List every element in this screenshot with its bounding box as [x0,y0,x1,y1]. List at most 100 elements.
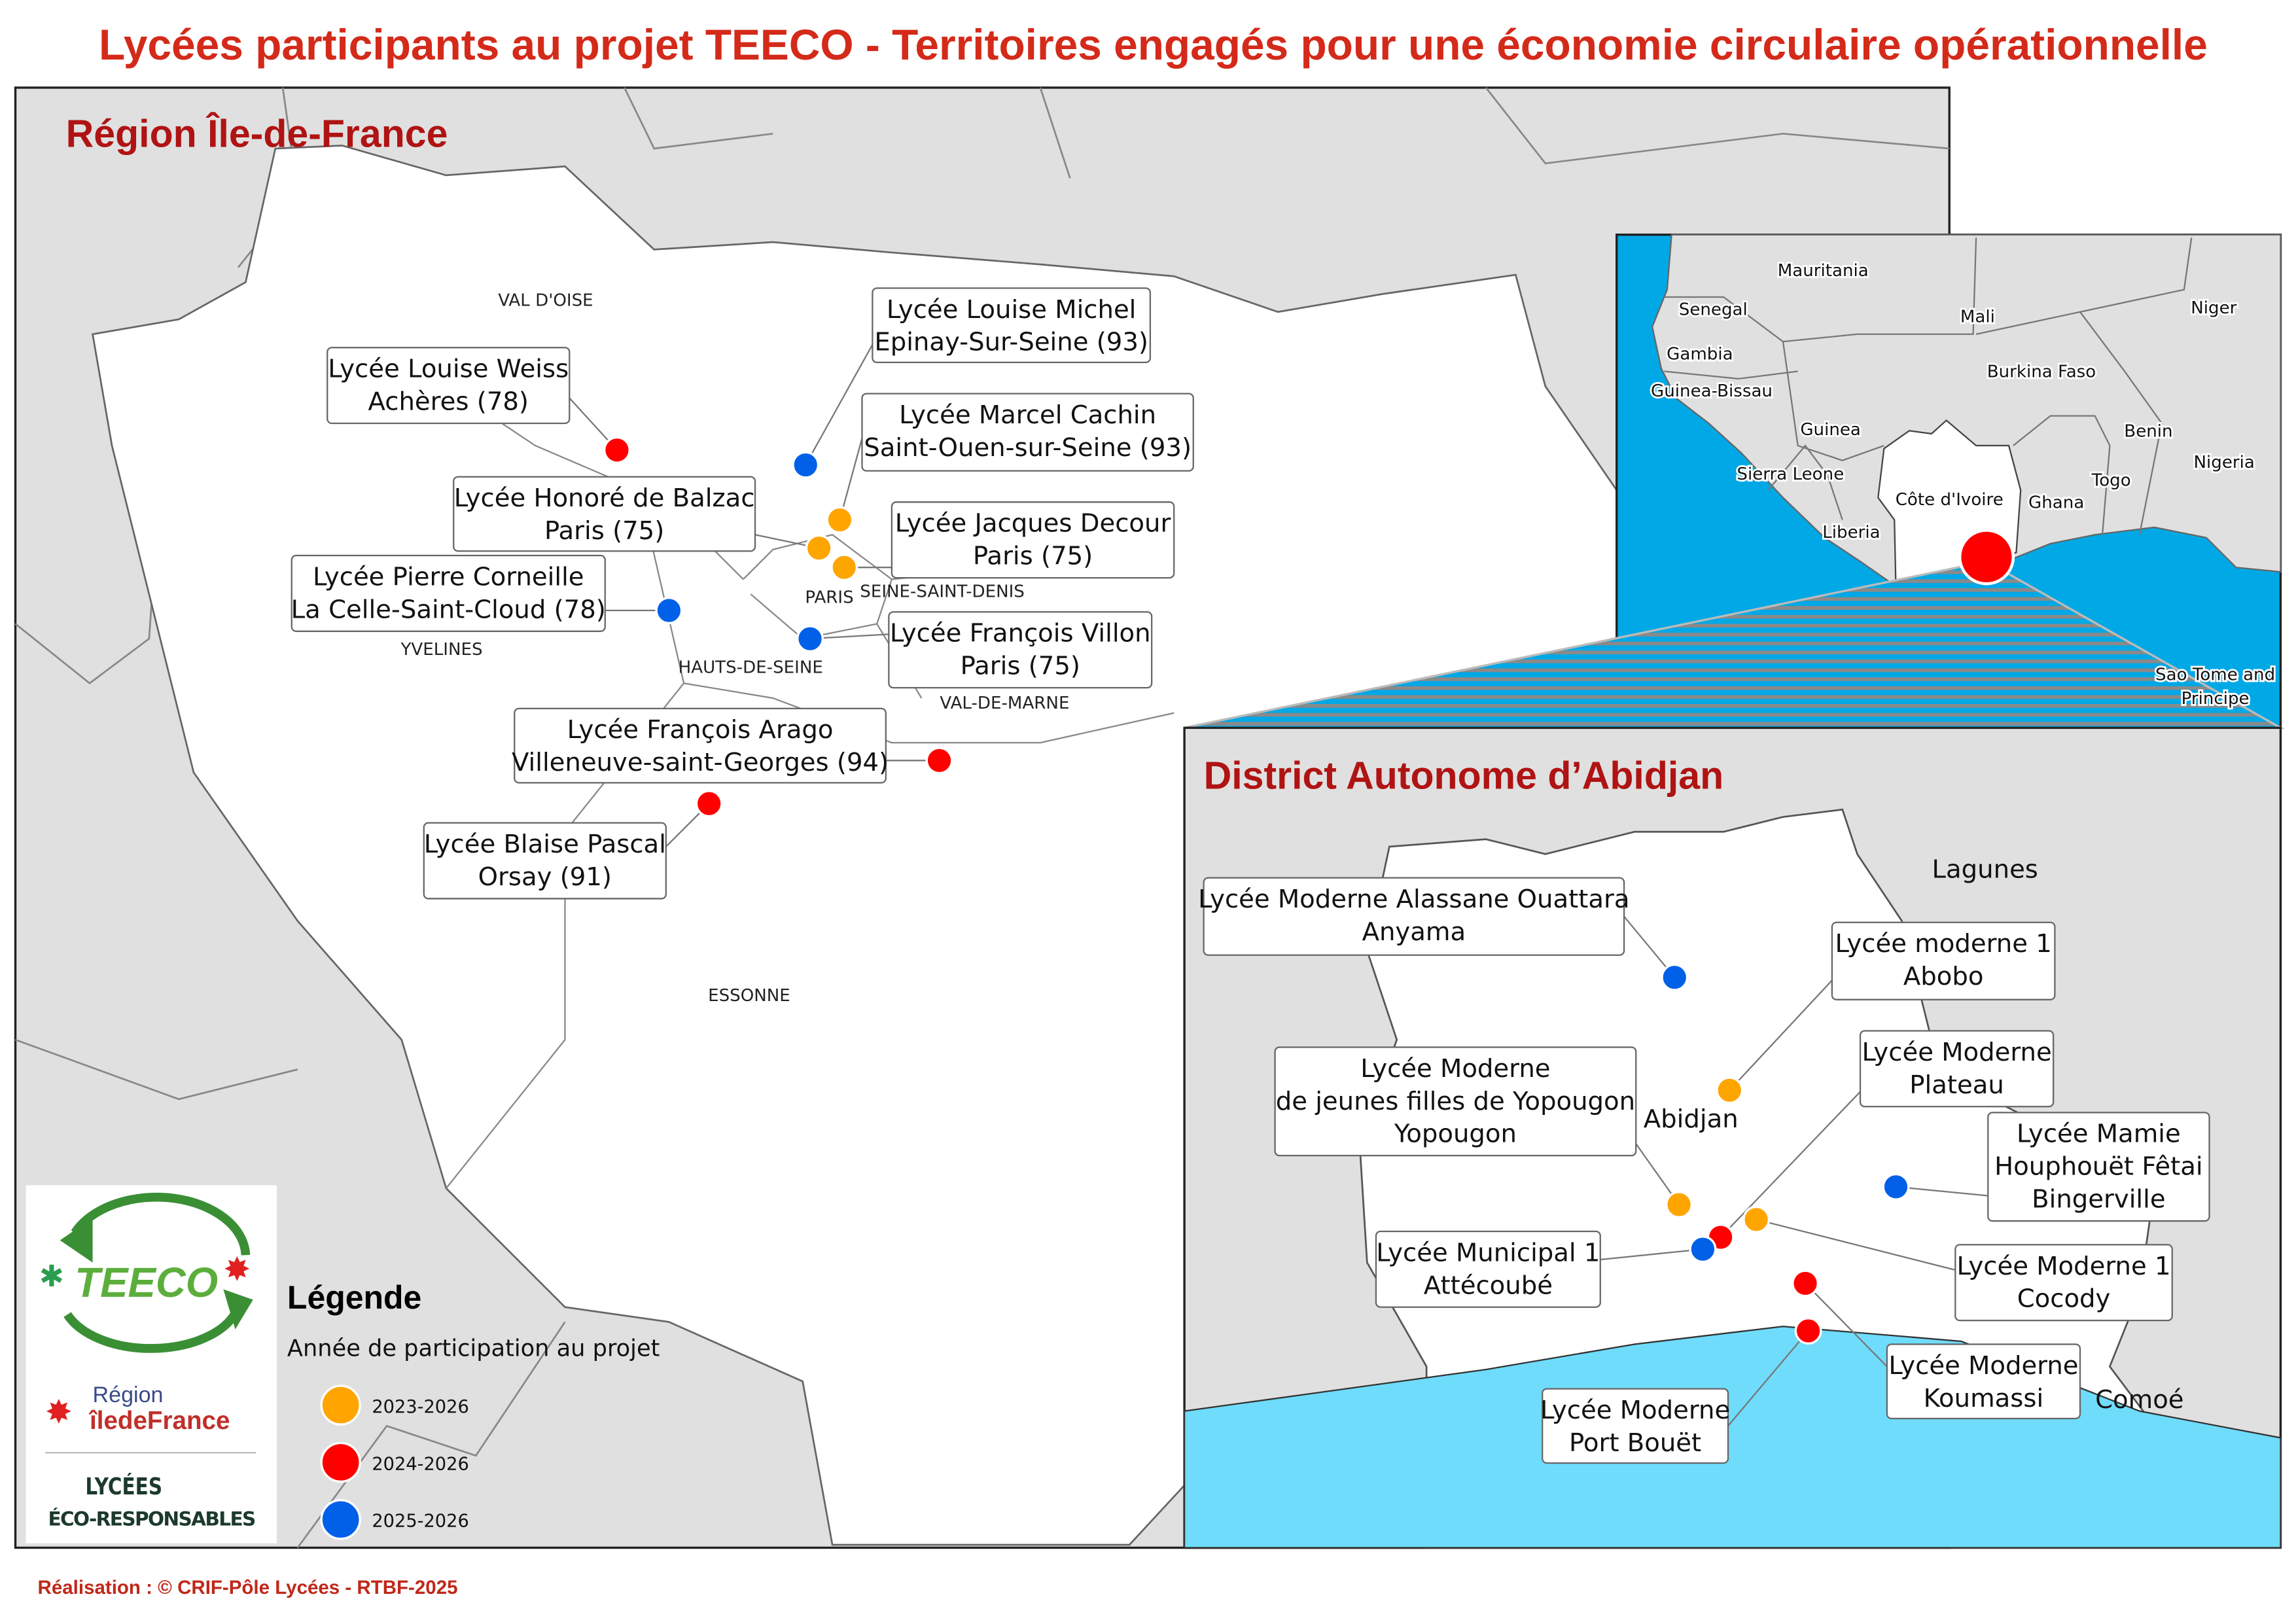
school-label-line: Lycée Moderne [1862,1038,2051,1067]
school-marker[interactable] [805,534,833,562]
place-label: Comoé [2095,1385,2183,1415]
region-logo-line1: Région [93,1383,164,1407]
school-label-line: Lycée Moderne Alassane Ouattara [1198,885,1629,914]
callout-box [1375,1230,1601,1308]
idf-title: Région Île-de-France [66,112,448,156]
callout-box [327,347,571,425]
school-marker[interactable] [826,506,854,534]
callout-box [1274,1046,1637,1157]
legend-swatch [320,1384,361,1426]
school-marker[interactable] [925,747,953,775]
school-marker[interactable] [1794,1317,1822,1345]
school-marker[interactable] [792,451,820,479]
school-label-line: Lycée Mamie [2017,1120,2181,1149]
department-label: VAL D'OISE [498,291,593,311]
lycees-eco-logo: LYCÉES ÉCO-RESPONSABLES [48,1473,256,1530]
lycees-logo-line2: ÉCO-RESPONSABLES [48,1507,256,1530]
school-marker[interactable] [1792,1269,1820,1297]
abidjan-location-marker [1958,529,2015,586]
school-label-line: Port Bouët [1569,1428,1701,1458]
star-icon: ✸ [223,1250,251,1288]
country-label: Gambia [1667,344,1733,364]
callout-box [423,822,667,900]
school-marker[interactable] [796,625,824,653]
school-label-line: Cocody [2017,1284,2111,1314]
logo-panel: TEECO ✱ ✸ ✸ Région îledeFrance LYCÉES ÉC… [26,1185,277,1543]
callout-box [1542,1388,1729,1464]
school-marker[interactable] [1661,963,1689,991]
credit-text: Réalisation : © CRIF-Pôle Lycées - RTBF-… [38,1577,458,1598]
school-label-line: Lycée Moderne 1 [1957,1252,2171,1281]
school-label-line: Lycée François Arago [567,715,834,745]
school-label-line: Lycée Honoré de Balzac [454,484,755,513]
page-title: Lycées participants au projet TEECO - Te… [99,20,2208,69]
region-star-icon: ✸ [45,1393,73,1431]
school-marker[interactable] [1882,1172,1910,1201]
callout-box [1987,1112,2210,1222]
country-label: Benin [2124,421,2172,441]
school-marker[interactable] [1689,1235,1717,1263]
country-borders [1664,238,2193,535]
country-label: Senegal [1679,300,1748,319]
teeco-logo: TEECO ✱ ✸ [39,1192,253,1353]
callout-box [1886,1343,2081,1420]
school-callout[interactable]: Lycée Pierre Corneille La Celle-Saint-Clo… [291,554,683,632]
legend-label: 2025-2026 [372,1511,468,1532]
school-label-line: Paris (75) [961,652,1080,681]
school-label-line: Lycée Blaise Pascal [424,830,666,859]
legend-item: 2023-2026 [320,1384,469,1426]
school-marker[interactable] [695,790,723,818]
school-marker[interactable] [1665,1191,1693,1219]
leader-line [1756,1218,1956,1271]
school-marker[interactable] [1742,1205,1771,1233]
school-marker[interactable] [830,554,858,582]
school-label-line: Lycée Pierre Corneille [313,562,584,591]
school-label-line: Lycée Municipal 1 [1376,1238,1600,1267]
callout-box [861,393,1194,472]
school-label-line: Paris (75) [973,542,1093,571]
country-label: Togo [2091,470,2131,490]
callout-box [1831,921,2056,1000]
leader-line [1729,979,1833,1091]
school-callout[interactable]: Lycée Marcel CachinSaint-Ouen-sur-Seine … [826,393,1194,534]
school-label-line: Paris (75) [544,516,664,546]
country-label: Liberia [1822,523,1880,542]
country-label: Mauritania [1778,261,1869,281]
school-label-line: Achères (78) [368,387,529,417]
department-label: PARIS [805,588,853,608]
callout-box [891,501,1175,579]
leader-line [1600,1248,1703,1261]
school-label-line: La Celle-Saint-Cloud (78) [291,595,606,624]
place-label: Abidjan [1644,1104,1739,1134]
school-callout[interactable]: Lycée Moderne 1 Cocody [1742,1205,2173,1322]
region-idf-logo: ✸ Région îledeFrance [45,1383,230,1435]
country-label: Mali [1960,308,1995,327]
abidjan-title: District Autonome d’Abidjan [1204,754,1724,797]
school-marker[interactable] [655,597,683,625]
school-marker[interactable] [1716,1076,1744,1104]
country-label: Principe [2181,689,2250,709]
school-marker[interactable] [603,436,631,464]
school-callout[interactable]: Lycée François AragoVilleneuve-saint-Geo… [512,707,953,784]
palm-icon: ✱ [39,1259,64,1294]
legend-item: 2025-2026 [320,1499,469,1540]
school-label-line: Lycée moderne 1 [1835,929,2052,959]
school-label-line: Lycée Jacques Decour [895,509,1171,538]
school-label-line: Lycée François Villon [890,619,1151,648]
